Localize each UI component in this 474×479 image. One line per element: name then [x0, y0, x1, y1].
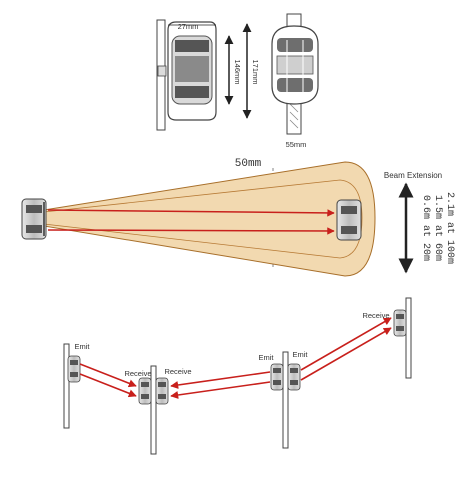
install-beam-1b — [79, 373, 137, 398]
beam-cone — [43, 161, 376, 277]
install-beam-2a — [170, 371, 271, 389]
outer-height-dimension-label: 171mm — [251, 59, 260, 84]
emit-label-1: Emit — [75, 342, 91, 351]
depth-dimension-label: 55mm — [286, 140, 307, 149]
pole-1 — [63, 343, 81, 429]
beam-arrow-upper — [47, 209, 335, 217]
pole-3 — [270, 351, 301, 449]
receive-label-2: Receive — [164, 367, 191, 376]
beam-range-3: 0.6m at 20m — [420, 195, 431, 261]
sensor-side-view — [156, 19, 252, 131]
install-beam-3a — [300, 317, 392, 371]
pole-2 — [138, 365, 169, 455]
receive-label-1: Receive — [124, 369, 151, 378]
width-dimension-label: 27mm — [178, 22, 199, 31]
installation-layout — [63, 297, 412, 455]
install-beam-3b — [300, 327, 392, 381]
emit-label-2: Emit — [259, 353, 275, 362]
beam-receiver-sensor — [336, 199, 362, 241]
beam-distance-label: 50mm — [235, 158, 262, 170]
beam-range-2: 1.5m at 60m — [432, 195, 443, 261]
beam-diagram — [21, 161, 414, 277]
install-beam-1a — [79, 363, 137, 388]
beam-transmitter-sensor — [21, 198, 47, 240]
install-beam-2b — [170, 381, 271, 399]
beam-extension-label: Beam Extension — [384, 171, 442, 180]
emit-label-3: Emit — [293, 350, 309, 359]
beam-arrow-lower — [47, 227, 335, 235]
receive-label-3: Receive — [362, 311, 389, 320]
inner-height-dimension-label: 146mm — [233, 59, 242, 84]
beam-range-1: 2.1m at 100m — [444, 192, 455, 264]
pole-4 — [393, 297, 412, 379]
sensor-front-view — [271, 13, 319, 135]
